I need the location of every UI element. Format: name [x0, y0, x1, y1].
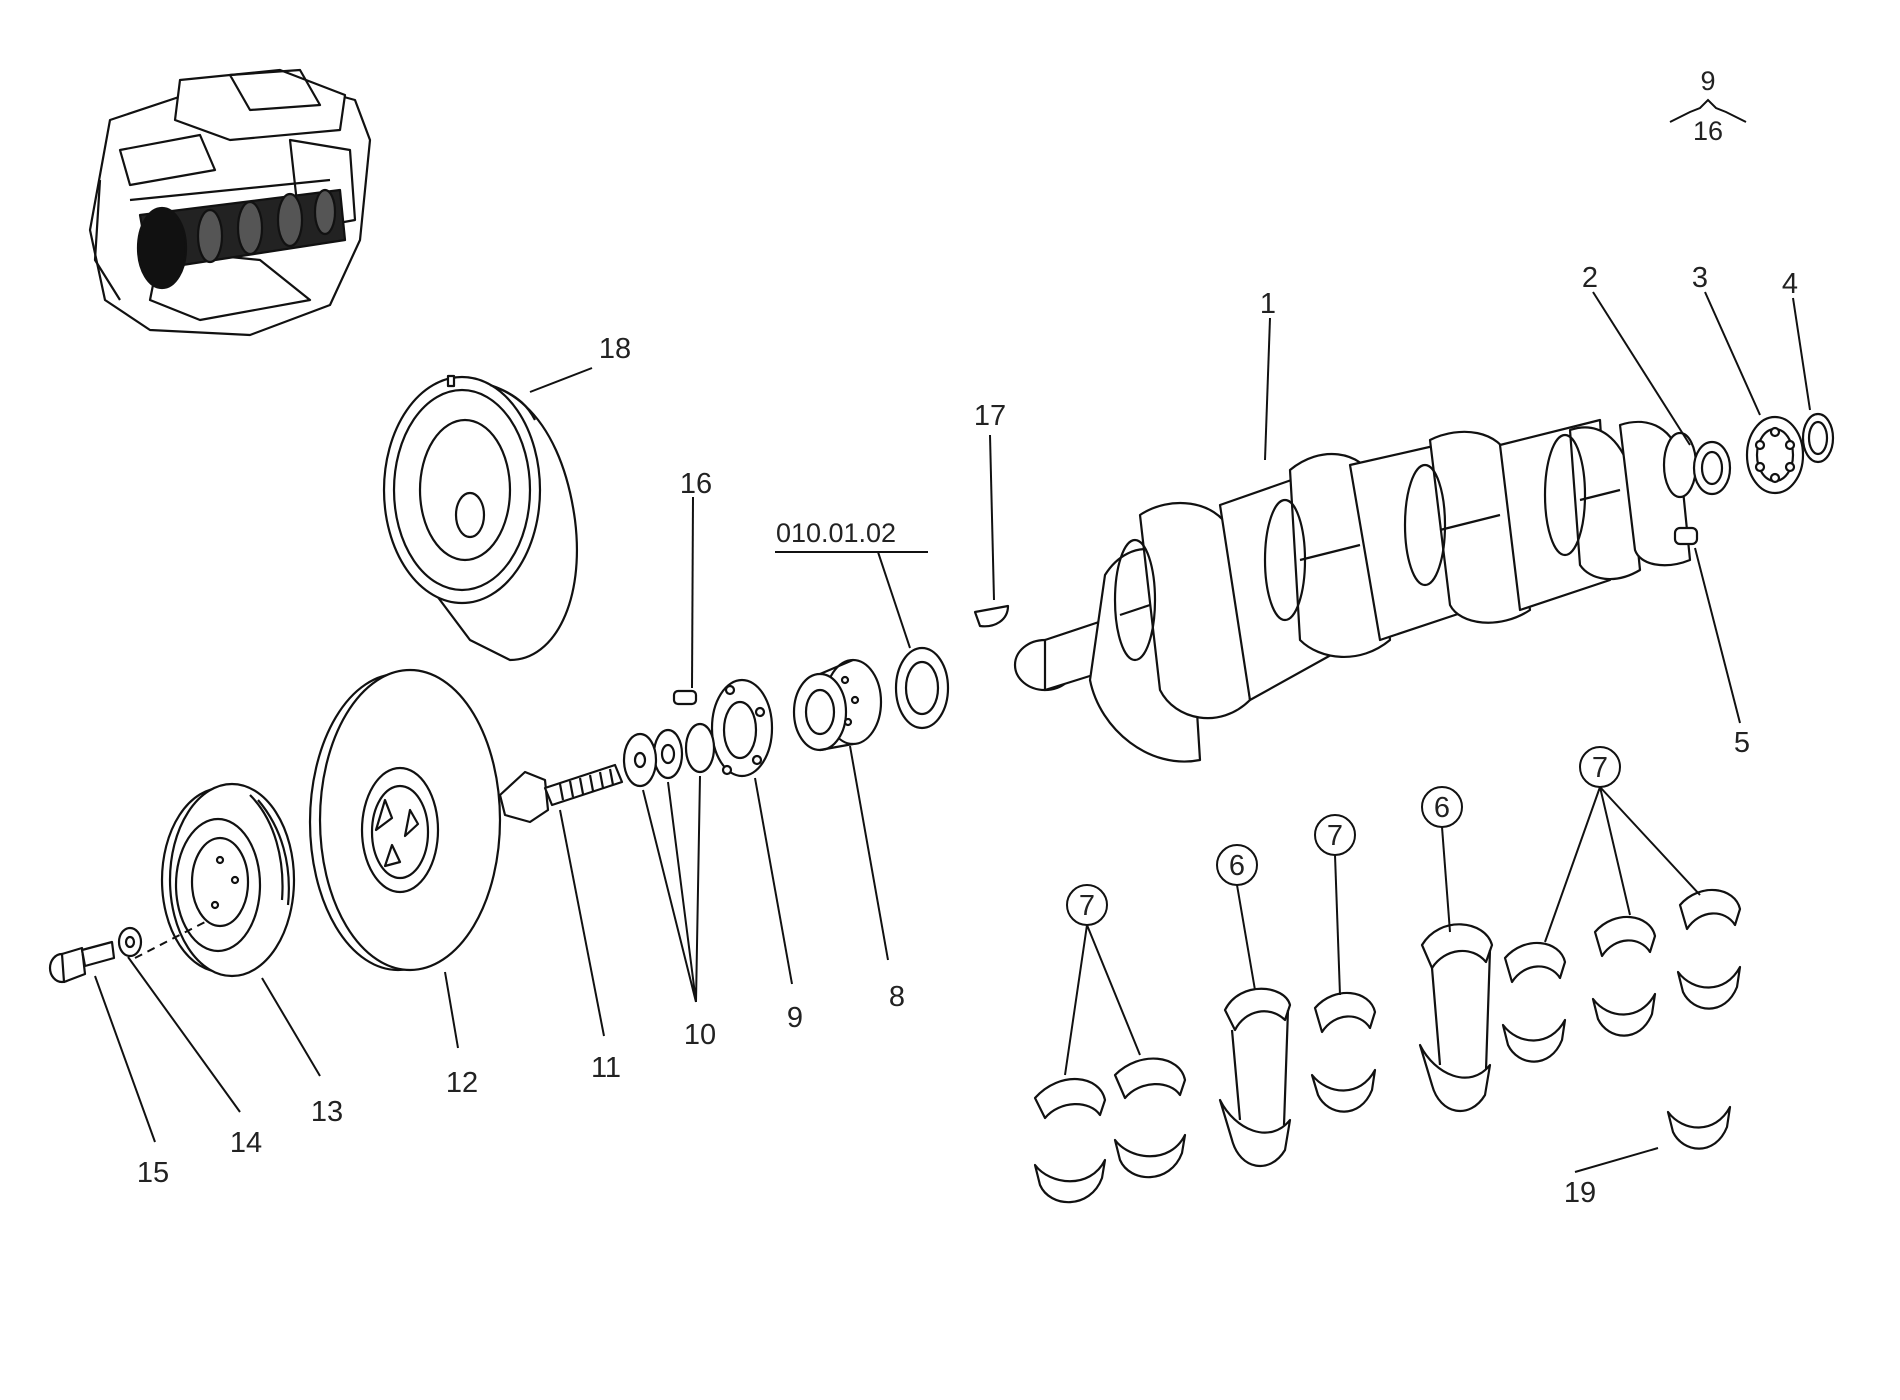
- washer-14[interactable]: [117, 926, 143, 958]
- callout-15: 15: [137, 1157, 169, 1189]
- callout-11: 11: [591, 1052, 621, 1084]
- circled-callout-7b: 7: [1327, 820, 1343, 852]
- bearing-ring-2[interactable]: [1692, 440, 1732, 496]
- callout-13: 13: [311, 1096, 343, 1128]
- seal-ring-4[interactable]: [1801, 412, 1835, 464]
- callout-10: 10: [684, 1019, 716, 1051]
- page-reference: 9 16: [1669, 66, 1747, 146]
- circled-callout-7a: 7: [1079, 890, 1095, 922]
- woodruff-key-17[interactable]: [973, 604, 1010, 628]
- ball-bearing-3[interactable]: [1745, 415, 1805, 495]
- callout-5: 5: [1734, 727, 1750, 759]
- oil-seal-assembly[interactable]: [894, 646, 950, 730]
- callout-16: 16: [680, 468, 712, 500]
- callout-labels: 1 2 3 4 5 8 9 10 11 12 13 14 15 16 17 18…: [137, 262, 1798, 1209]
- pulley-hub-9[interactable]: [710, 678, 774, 778]
- crankshaft-gear-8[interactable]: [792, 658, 883, 752]
- circled-callout-6a: 6: [1229, 850, 1245, 882]
- pulley-12[interactable]: [308, 668, 502, 972]
- callout-4: 4: [1782, 268, 1798, 300]
- callout-18: 18: [599, 333, 631, 365]
- crankshaft[interactable]: [1013, 418, 1698, 763]
- callout-3: 3: [1692, 262, 1708, 294]
- callout-9: 9: [787, 1002, 803, 1034]
- vibration-damper-18[interactable]: [382, 374, 579, 662]
- callout-2: 2: [1582, 262, 1598, 294]
- group-reference: 010.01.02: [776, 518, 896, 548]
- page-ref-denominator: 16: [1693, 116, 1723, 146]
- spacer-washers-10[interactable]: [622, 722, 716, 788]
- page-ref-numerator: 9: [1700, 66, 1715, 96]
- dowel-pin-5[interactable]: [1673, 526, 1699, 546]
- circled-callout-6b: 6: [1434, 792, 1450, 824]
- callout-12: 12: [446, 1067, 478, 1099]
- callout-19: 19: [1564, 1177, 1596, 1209]
- leader-lines: [94, 291, 1811, 1173]
- dowel-pin-16[interactable]: [672, 689, 698, 706]
- callout-1: 1: [1260, 288, 1276, 320]
- engine-inset-illustration: [88, 68, 372, 337]
- callout-17: 17: [974, 400, 1006, 432]
- socket-bolt-15[interactable]: [48, 940, 116, 984]
- hex-bolt-11[interactable]: [498, 763, 624, 824]
- belt-pulley-13[interactable]: [160, 782, 296, 978]
- callout-14: 14: [230, 1127, 262, 1159]
- main-bearing-shells[interactable]: [1033, 889, 1742, 1204]
- callout-8: 8: [889, 981, 905, 1013]
- circled-callout-rings: [1066, 746, 1621, 926]
- circled-callout-7c: 7: [1592, 752, 1608, 784]
